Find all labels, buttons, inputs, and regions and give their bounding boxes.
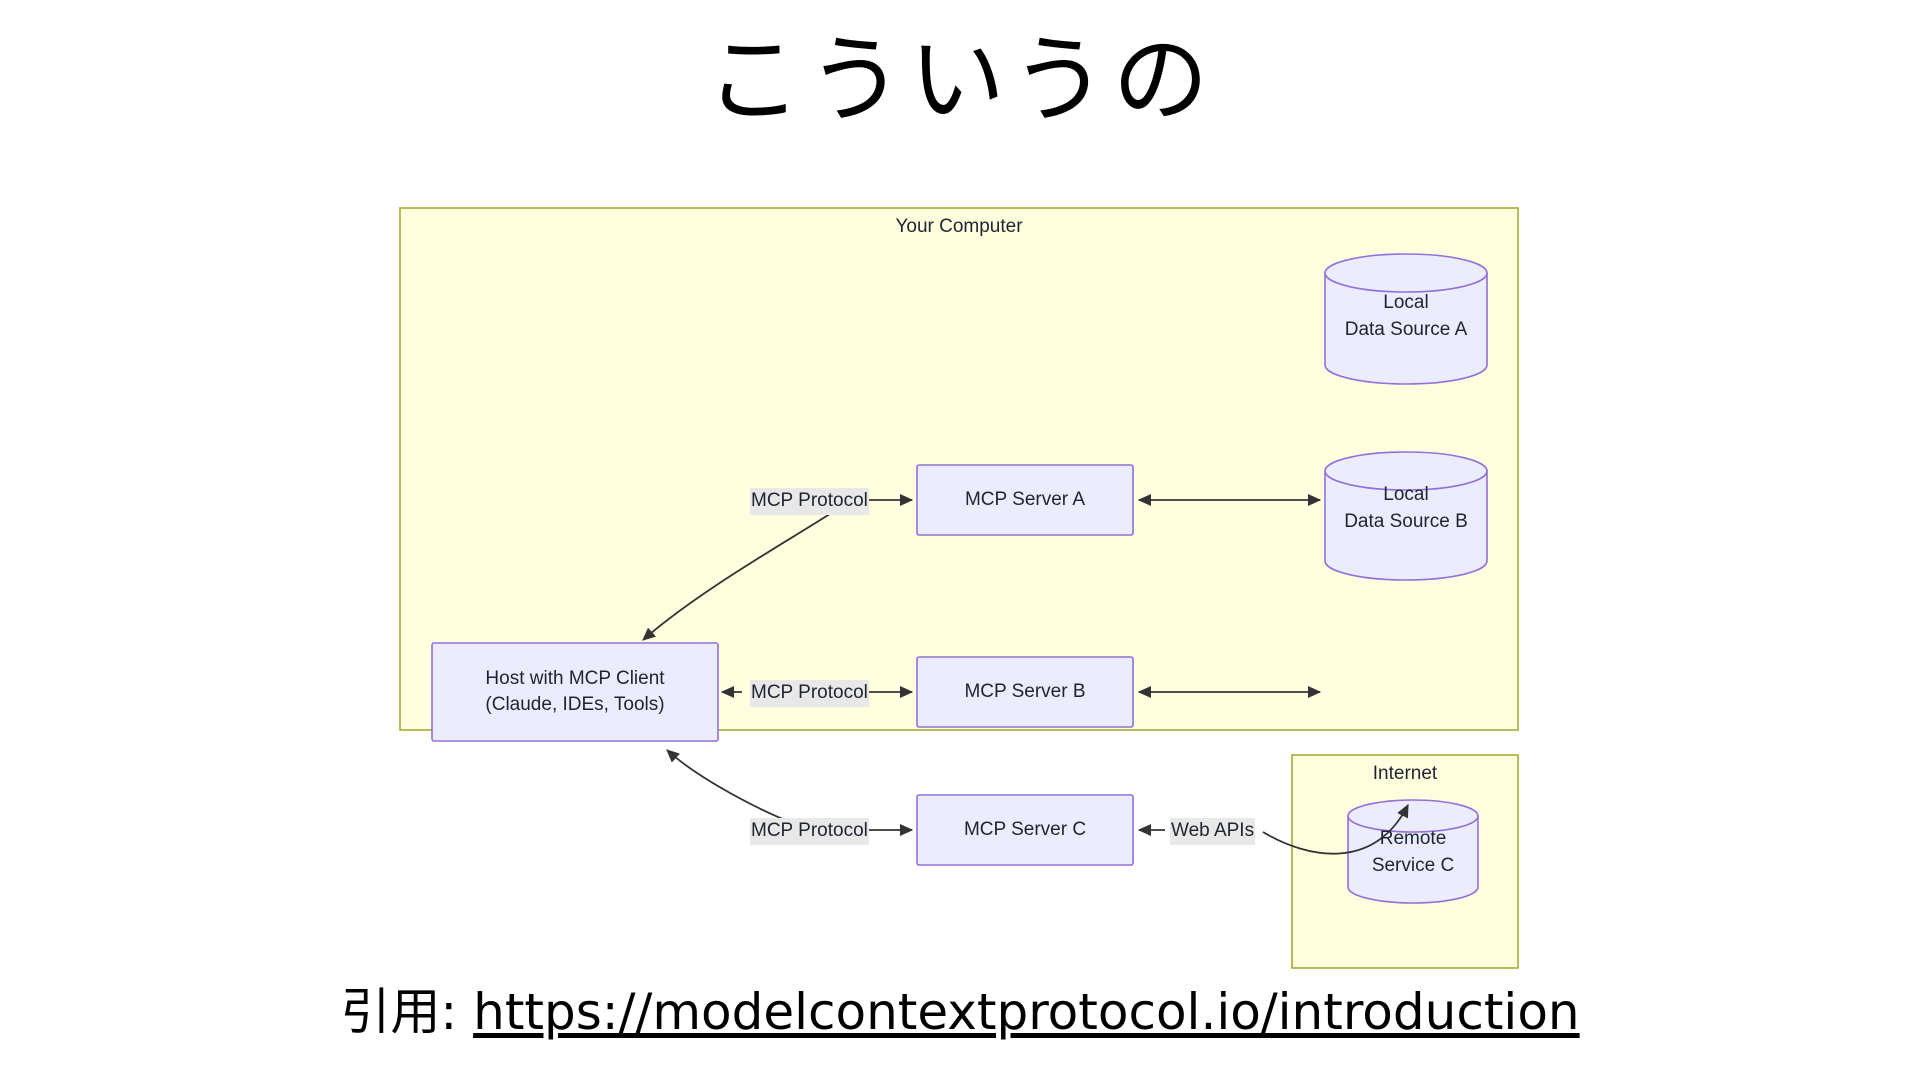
citation-prefix: 引用:	[340, 983, 474, 1041]
node-server-b[interactable]: MCP Server B	[917, 657, 1133, 727]
node-server-c-label: MCP Server C	[963, 818, 1087, 840]
cluster-label-your-computer: Your Computer	[895, 216, 1023, 237]
cluster-label-internet: Internet	[1372, 763, 1438, 784]
node-datasource-b-line-1: Local	[1383, 484, 1429, 505]
node-server-a[interactable]: MCP Server A	[917, 465, 1133, 535]
citation[interactable]: 引用: https://modelcontextprotocol.io/intr…	[0, 985, 1920, 1040]
node-host-line-1: Host with MCP Client	[485, 667, 665, 689]
node-datasource-b[interactable]: Local Data Source B	[1325, 482, 1487, 536]
node-datasource-a-line-2: Data Source A	[1344, 318, 1468, 340]
node-remote-service-c[interactable]: Remote Service C	[1348, 826, 1478, 880]
node-datasource-a-line-1: Local	[1383, 292, 1429, 313]
edge-label-web-apis: Web APIs	[1170, 818, 1256, 845]
page-title: こういうの	[705, 24, 1215, 136]
edge-host-server-c-curve	[666, 749, 791, 823]
node-server-a-label: MCP Server A	[964, 488, 1086, 510]
citation-link[interactable]: https://modelcontextprotocol.io/introduc…	[473, 983, 1580, 1041]
node-server-a-rect	[916, 464, 1134, 536]
cylinder-datasource-b	[1324, 451, 1488, 581]
node-remote-service-c-line-2: Service C	[1371, 854, 1455, 876]
node-server-c-rect	[916, 794, 1134, 866]
cylinder-datasource-a	[1324, 253, 1488, 385]
edge-label-host-server-c: MCP Protocol	[750, 818, 869, 845]
edge-label-host-server-b: MCP Protocol	[750, 680, 869, 707]
diagram-svg	[399, 207, 1519, 969]
node-server-c[interactable]: MCP Server C	[917, 795, 1133, 865]
node-host-line-2: (Claude, IDEs, Tools)	[485, 694, 665, 715]
node-server-b-label: MCP Server B	[964, 680, 1086, 702]
edge-label-host-server-a: MCP Protocol	[750, 488, 869, 515]
node-datasource-b-line-2: Data Source B	[1344, 510, 1468, 532]
mcp-architecture-diagram: Your Computer Internet Host with MCP Cli…	[0, 180, 1920, 980]
cylinder-remote-service-c	[1347, 799, 1479, 904]
edge-server-c-remote-curve	[1262, 803, 1409, 855]
node-host[interactable]: Host with MCP Client (Claude, IDEs, Tool…	[432, 643, 718, 741]
node-datasource-a[interactable]: Local Data Source A	[1325, 290, 1487, 344]
node-host-box	[431, 642, 719, 742]
node-server-b-rect	[916, 656, 1134, 728]
edge-host-server-a-curve	[642, 509, 837, 641]
node-remote-service-c-line-1: Remote	[1379, 828, 1447, 849]
